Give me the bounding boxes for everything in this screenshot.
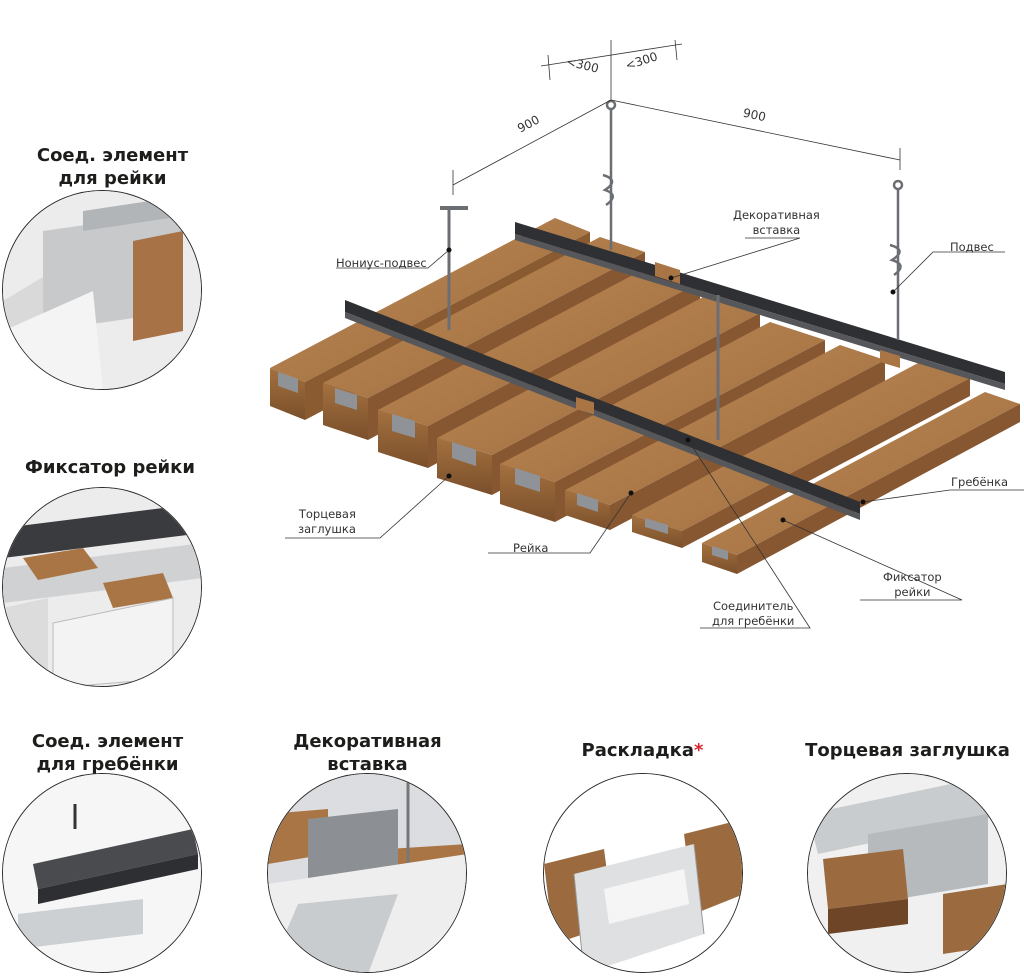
title-end-cap: Торцевая заглушка — [805, 739, 1010, 762]
callout-rail-fixer-line1: Фиксатор — [883, 570, 942, 584]
rail — [632, 362, 970, 548]
title-decor-insert-line2: вставка — [327, 754, 408, 775]
callout-hanger: Подвес — [950, 240, 994, 254]
callout-comb-connector-line1: Соединитель — [712, 599, 794, 613]
detail-circle-connector-comb — [2, 773, 202, 973]
title-end-cap-line1: Торцевая заглушка — [805, 740, 1010, 761]
rail — [702, 392, 1020, 574]
dimension-lines — [452, 39, 901, 195]
title-rail-fixer-line1: Фиксатор рейки — [25, 457, 195, 478]
title-connector-comb: Соед. элемент для гребёнки — [10, 730, 205, 776]
title-layout-asterisk: * — [694, 740, 704, 761]
callout-rail-fixer: Фиксатор рейки — [883, 570, 942, 600]
callout-decor-insert: Декоративная вставка — [733, 208, 820, 238]
rails — [270, 218, 1020, 574]
callout-comb-connector-line2: для гребёнки — [712, 614, 795, 628]
title-connector-rail: Соед. элемент для рейки — [20, 144, 205, 190]
detail-circle-end-cap — [807, 773, 1007, 973]
hanger-center — [602, 99, 617, 250]
detail-circle-rail-fixer — [2, 487, 202, 687]
title-rail-fixer: Фиксатор рейки — [10, 456, 210, 479]
hanger-right — [889, 179, 904, 340]
rail — [565, 345, 885, 530]
callout-comb-connector: Соединитель для гребёнки — [712, 599, 794, 629]
callout-comb: Гребёнка — [951, 475, 1009, 489]
detail-circle-connector-rail — [2, 190, 202, 390]
callout-end-cap-line2: заглушка — [298, 522, 356, 536]
detail-circle-layout — [543, 773, 743, 973]
title-connector-rail-line1: Соед. элемент — [36, 145, 189, 166]
callout-decor-insert-line1: Декоративная — [733, 208, 820, 222]
callout-rail: Рейка — [513, 541, 549, 555]
callout-end-cap-line1: Торцевая — [298, 507, 356, 521]
vernier-hanger — [440, 206, 468, 330]
title-connector-comb-line1: Соед. элемент — [31, 731, 184, 752]
title-layout-text: Раскладка — [581, 740, 695, 761]
callout-vernier-hanger: Нониус-подвес — [336, 256, 427, 270]
callout-leaders — [285, 237, 1024, 629]
title-decor-insert-line1: Декоративная — [293, 731, 442, 752]
callout-end-cap: Торцевая заглушка — [298, 507, 356, 537]
title-connector-comb-line2: для гребёнки — [36, 754, 179, 775]
callout-rail-fixer-line2: рейки — [894, 585, 931, 599]
title-layout: Раскладка* — [545, 739, 740, 762]
detail-circle-decor-insert — [267, 773, 467, 973]
end-cap-openings — [278, 372, 728, 560]
callout-dots — [446, 247, 896, 523]
title-decor-insert: Декоративная вставка — [270, 730, 465, 776]
decor-inserts — [576, 262, 900, 415]
callout-decor-insert-line2: вставка — [752, 223, 801, 237]
comb-front — [345, 300, 860, 520]
title-connector-rail-line2: для рейки — [58, 168, 167, 189]
